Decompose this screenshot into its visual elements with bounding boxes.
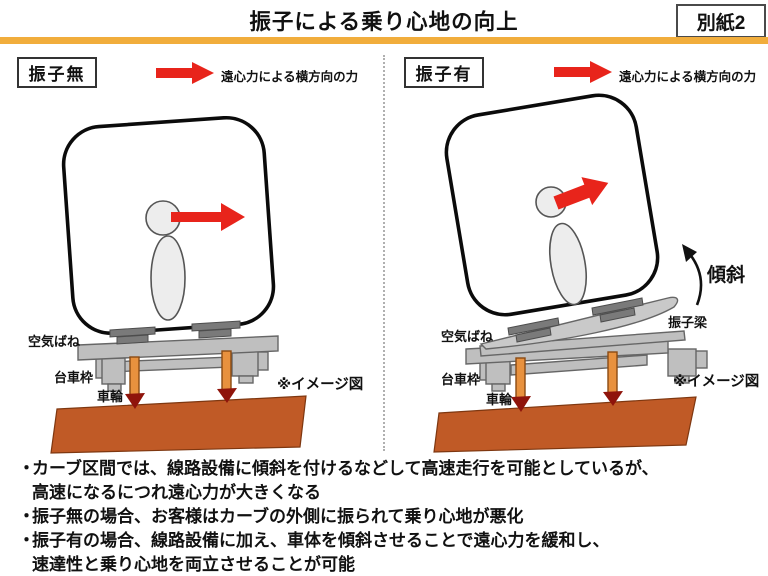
passenger-left [145, 200, 186, 321]
wheel-right-2 [607, 351, 618, 394]
tilt-label: 傾斜 [707, 265, 746, 286]
bullet-line: 高速になるにつれ遠心力が大きくなる [32, 483, 321, 502]
wheel-left-2 [221, 350, 232, 392]
panel-divider [383, 55, 385, 451]
bogie-frame-label-right: 台車枠 [441, 372, 481, 387]
wheel-label-right: 車輪 [486, 392, 513, 407]
centrifugal-force-arrow-left [156, 62, 214, 84]
explanation-notes: ・ カーブ区間では、線路設備に傾斜を付けるなどして高速走行を可能としているが、 … [18, 457, 758, 576]
image-note-right: ※イメージ図 [673, 374, 760, 390]
bullet-line: カーブ区間では、線路設備に傾斜を付けるなどして高速走行を可能としているが、 [32, 459, 659, 478]
page-title: 振子による乗り心地の向上 [249, 10, 519, 34]
lateral-force-arrow-right [553, 177, 609, 210]
air-springs-right [507, 297, 644, 343]
air-spring-label-right: 空気ばね [441, 329, 494, 344]
diagram-no-pendulum [50, 115, 307, 454]
force-caption-right: 遠心力による横方向の力 [619, 70, 757, 84]
bullet-line: 振子無の場合、お客様はカーブの外側に振られて乗り心地が悪化 [32, 507, 524, 526]
bullet-item: ・ 振子有の場合、線路設備に加え、車体を傾斜させることで遠心力を緩和し、 速達性… [18, 529, 758, 576]
canted-track-right [433, 396, 697, 453]
bogie-left [77, 335, 279, 409]
tilt-arrow [682, 244, 703, 306]
canted-track-left [50, 395, 307, 454]
air-springs-left [109, 320, 241, 345]
centrifugal-force-arrow-right [554, 61, 612, 83]
wheel-label-left: 車輪 [97, 389, 124, 404]
attachment-tag: 別紙2 [676, 4, 766, 38]
bullet-marker: ・ [18, 531, 35, 550]
label-no-pendulum: 振子無 [17, 57, 97, 88]
lateral-force-arrow-left [171, 203, 245, 231]
air-spring-label-left: 空気ばね [28, 334, 81, 349]
bullet-marker: ・ [18, 459, 35, 478]
image-note-left: ※イメージ図 [277, 377, 364, 393]
wheel-right-1 [515, 357, 526, 400]
wheel-left-1 [129, 356, 140, 398]
bogie-frame-label-left: 台車枠 [54, 370, 94, 385]
bullet-line: 速達性と乗り心地を両立させることが可能 [32, 555, 355, 574]
diagram-with-pendulum [433, 93, 708, 453]
bullet-marker: ・ [18, 507, 35, 526]
bullet-line: 振子有の場合、線路設備に加え、車体を傾斜させることで遠心力を緩和し、 [32, 531, 610, 550]
bullet-item: ・ カーブ区間では、線路設備に傾斜を付けるなどして高速走行を可能としているが、 … [18, 457, 758, 505]
train-diagrams [50, 93, 708, 454]
accent-bar [0, 37, 768, 44]
pendulum-beam-label: 振子梁 [668, 315, 708, 330]
passenger-right [535, 186, 587, 306]
bogie-frame-left [77, 335, 279, 361]
force-caption-left: 遠心力による横方向の力 [221, 70, 359, 84]
label-with-pendulum: 振子有 [404, 57, 484, 88]
bullet-item: ・ 振子無の場合、お客様はカーブの外側に振られて乗り心地が悪化 [18, 505, 758, 529]
